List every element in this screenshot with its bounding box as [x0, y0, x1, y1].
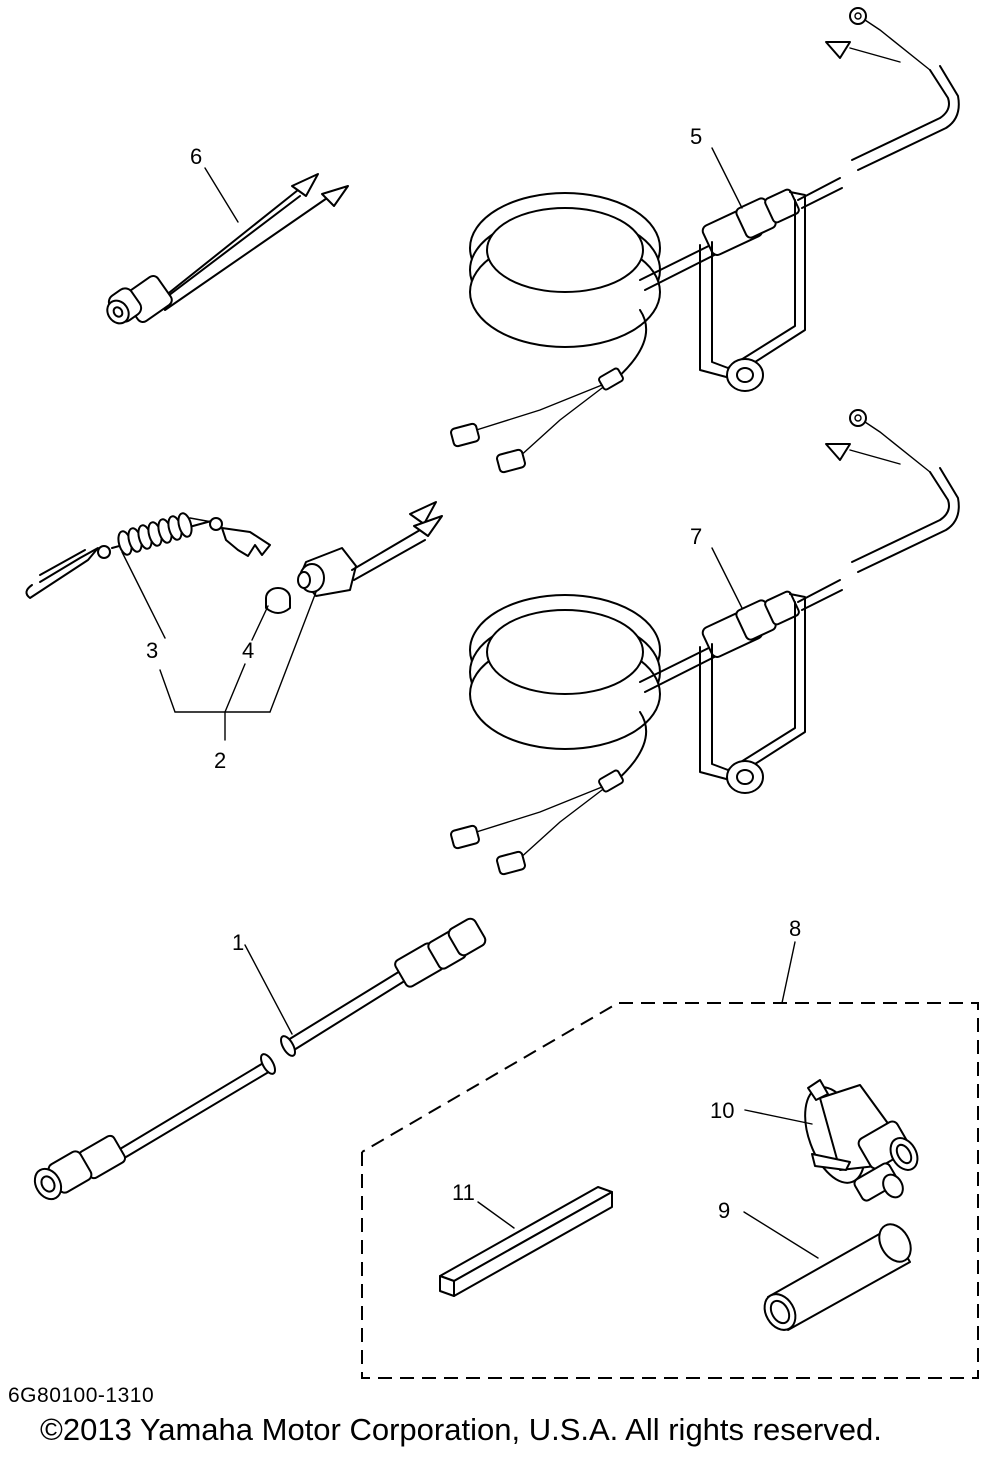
part-8-kit-boundary	[361, 1002, 979, 1379]
part-4-cap	[265, 587, 291, 614]
leader-2-bracket	[159, 669, 271, 713]
callout-5: 5	[690, 124, 702, 149]
leader-2-right	[269, 591, 317, 713]
callout-6: 6	[190, 144, 202, 169]
part-11-bar	[439, 1186, 613, 1297]
part-1-extension-cable	[33, 917, 487, 1201]
callout-3: 3	[146, 638, 158, 663]
part-6-lead-wire	[106, 173, 349, 325]
callout-8: 8	[789, 916, 801, 941]
leader-7	[711, 547, 743, 609]
leader-11	[477, 1201, 515, 1229]
leader-2-mid	[224, 663, 246, 741]
copyright-notice: ©2013 Yamaha Motor Corporation, U.S.A. A…	[40, 1412, 882, 1447]
part-10-valve	[804, 1079, 919, 1202]
callout-7: 7	[690, 524, 702, 549]
leader-6	[204, 167, 239, 223]
diagram-code: 6G80100-1310	[8, 1384, 155, 1407]
leader-8	[781, 941, 796, 1004]
part-3-lanyard	[25, 512, 271, 599]
callout-11: 11	[452, 1180, 475, 1205]
callout-4: 4	[242, 638, 254, 663]
callout-1: 1	[232, 930, 244, 955]
leader-4	[251, 605, 269, 641]
part-9-tube	[763, 1223, 912, 1331]
part-7-main-harness	[450, 409, 960, 876]
part-2-stop-switch	[297, 501, 443, 597]
callout-2: 2	[214, 748, 226, 773]
leader-3	[121, 551, 166, 639]
leader-10	[744, 1109, 813, 1125]
callout-10: 10	[710, 1098, 734, 1123]
leader-5	[711, 147, 743, 209]
leader-9	[743, 1211, 819, 1259]
leader-1	[244, 944, 293, 1035]
part-5-main-harness	[450, 7, 960, 474]
callout-9: 9	[718, 1198, 730, 1223]
